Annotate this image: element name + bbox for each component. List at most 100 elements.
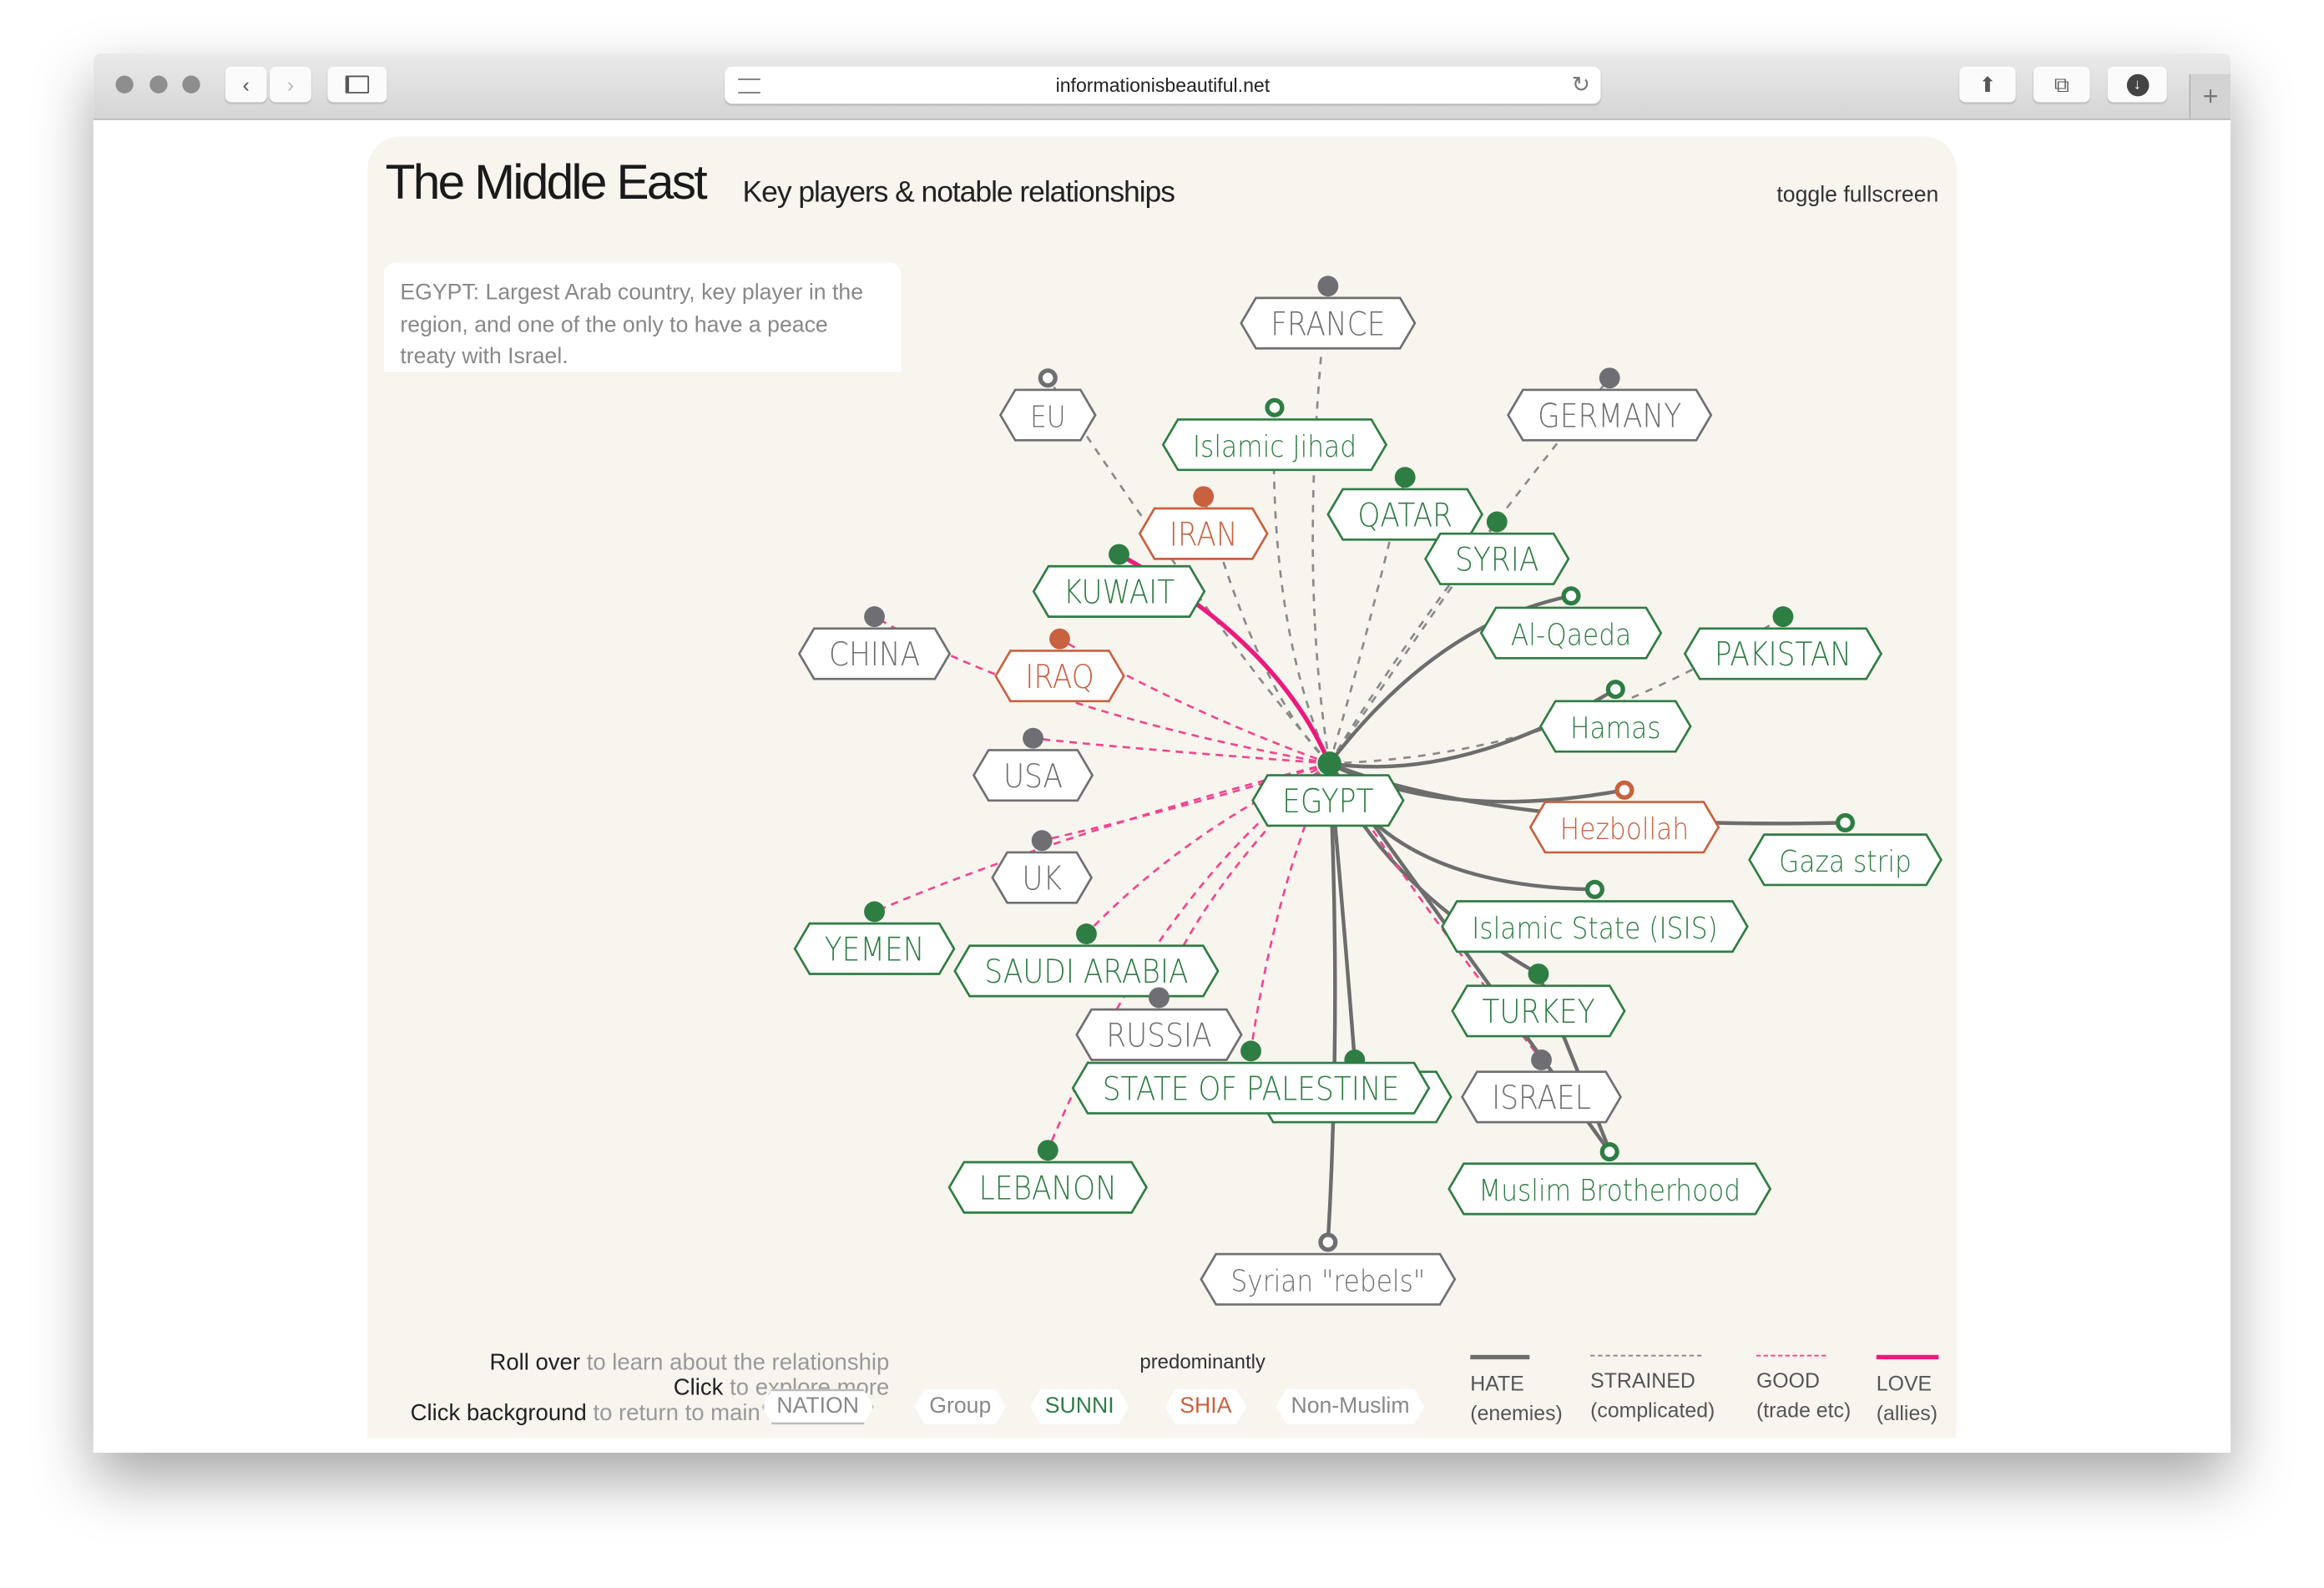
edge-good[interactable] [1033,736,1330,765]
node-syrian-rebels-[interactable]: Syrian "rebels" [1200,1232,1457,1306]
node-israel[interactable]: ISRAEL [1461,1049,1622,1124]
node-turkey[interactable]: TURKEY [1451,963,1626,1038]
node-label-box [991,851,1094,904]
group-ring-icon [1318,1232,1338,1252]
legend-hate: HATE(enemies) [1470,1354,1563,1428]
legend-label: LOVE [1876,1371,1932,1395]
address-bar[interactable]: informationisbeautiful.net ↻ [725,66,1601,104]
egypt-dot-icon[interactable] [1317,751,1341,776]
tabs-icon: ⧉ [2054,72,2069,96]
nation-dot-icon [1049,628,1070,650]
sidebar-button[interactable] [327,66,387,103]
node-label: SAUDI ARABIA [984,953,1188,991]
node-china[interactable]: CHINA [797,606,952,680]
node-syria[interactable]: SYRIA [1424,511,1570,585]
node-egypt[interactable]: EGYPT [1251,774,1405,827]
new-tab-button[interactable]: + [2189,73,2231,119]
node-qatar[interactable]: QATAR [1326,467,1484,541]
toggle-fullscreen-link[interactable]: toggle fullscreen [1776,182,1939,208]
reload-icon[interactable]: ↻ [1571,72,1591,99]
legend-sublabel: (trade etc) [1756,1398,1852,1422]
back-button[interactable]: ‹ [225,66,267,103]
downloads-button[interactable]: ↓ [2107,66,2167,103]
node-pakistan[interactable]: PAKISTAN [1683,606,1883,680]
node-islamic-state-isis-[interactable]: Islamic State (ISIS) [1441,879,1749,953]
legend-badge-group: Group [914,1389,1006,1425]
node-label: TURKEY [1482,994,1594,1031]
node-label-box [1071,1061,1431,1115]
edge-hate[interactable] [1327,594,1572,765]
node-saudi-arabia[interactable]: SAUDI ARABIA [953,923,1220,998]
node-kuwait[interactable]: KUWAIT [1032,544,1206,618]
edge-strained[interactable] [1272,407,1331,764]
node-uk[interactable]: UK [991,830,1094,904]
hint-strong: Click background [410,1400,587,1427]
node-label-box [1032,564,1206,618]
node-state-of-palestine[interactable]: STATE OF PALESTINE [1071,1040,1431,1115]
group-ring-icon [1038,368,1058,388]
minimize-window-button[interactable] [149,75,168,94]
hint-background: Click background to return to main [411,1401,760,1428]
legend-label: HATE [1470,1371,1524,1395]
node-germany[interactable]: GERMANY [1507,367,1713,442]
node-iraq[interactable]: IRAQ [994,628,1125,703]
close-window-button[interactable] [115,75,134,94]
node-label-box [1075,1008,1243,1061]
hate-line-swatch [1470,1354,1530,1360]
legend-sublabel: (allies) [1876,1400,1938,1425]
predominantly-label: predominantly [1139,1350,1266,1373]
node-muslim-brotherhood[interactable]: Muslim Brotherhood [1447,1142,1772,1216]
nation-dot-icon [864,901,885,923]
visualization-panel[interactable]: The Middle East Key players & notable re… [367,136,1957,1439]
nation-dot-icon [1599,367,1620,389]
node-label-box [994,650,1125,703]
legend-badge-shia: SHIA [1165,1389,1247,1425]
node-gaza-strip[interactable]: Gaza strip [1748,812,1943,887]
chevron-left-icon: ‹ [242,72,250,97]
legend-label: STRAINED [1590,1368,1695,1393]
tabs-button[interactable]: ⧉ [2033,66,2090,103]
node-label-box [1683,627,1883,680]
forward-button[interactable]: › [270,66,311,103]
node-lebanon[interactable]: LEBANON [947,1140,1148,1214]
legend-label: GOOD [1756,1368,1820,1393]
nation-dot-icon [1528,963,1549,984]
chevron-right-icon: › [286,72,295,97]
node-usa[interactable]: USA [972,727,1094,802]
edge-strained[interactable] [1328,377,1611,765]
download-icon: ↓ [2125,73,2149,96]
reader-icon[interactable] [738,78,760,94]
node-label: Syrian "rebels" [1230,1264,1425,1298]
sidebar-icon [345,75,370,94]
edge-hate[interactable] [1326,763,1337,1242]
node-france[interactable]: FRANCE [1240,276,1417,350]
node-iran[interactable]: IRAN [1138,486,1269,560]
edge-good[interactable] [1041,762,1331,842]
node-label-box [1451,984,1626,1038]
node-al-qaeda[interactable]: Al-Qaeda [1479,586,1663,660]
node-russia[interactable]: RUSSIA [1075,987,1243,1061]
node-eu[interactable]: EU [998,368,1097,442]
zoom-window-button[interactable] [182,75,200,94]
node-yemen[interactable]: YEMEN [793,901,956,975]
edge-good[interactable] [874,762,1330,913]
node-islamic-jihad[interactable]: Islamic Jihad [1161,397,1388,472]
share-button[interactable]: ⬆ [1959,66,2016,103]
node-label-box [998,388,1097,442]
edge-strained[interactable] [1311,286,1331,764]
group-ring-icon [1614,780,1634,800]
edge-good[interactable] [1250,762,1331,1052]
nation-dot-icon [1193,486,1215,508]
edge-strained[interactable] [1328,477,1407,764]
node-label: PAKISTAN [1715,636,1852,674]
node-label-box [1441,900,1749,953]
node-hamas[interactable]: Hamas [1538,680,1692,753]
nation-dot-icon [1772,606,1794,628]
node-label: Muslim Brotherhood [1478,1174,1740,1208]
node-label: EGYPT [1282,783,1373,821]
node-label: GERMANY [1538,397,1681,435]
node-label: FRANCE [1271,306,1385,343]
node-hezbollah[interactable]: Hezbollah [1528,780,1720,854]
